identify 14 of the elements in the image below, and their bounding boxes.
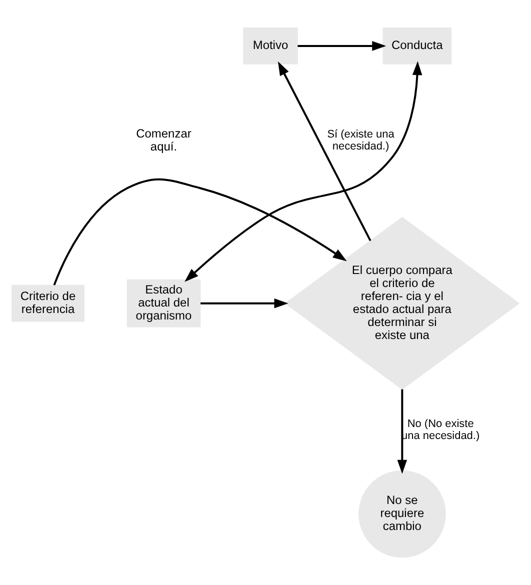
arrow [200,298,288,308]
node-circle: No se requiere cambio [358,470,446,558]
arrow [397,389,408,474]
arrow [278,61,372,242]
node-box: Criterio de referencia [12,284,84,322]
node-box: Estado actual del organismo [126,279,201,328]
node-box: Conducta [382,28,452,64]
edge-label: Sí (existe una necesidad.) [327,128,394,153]
node-diamond: El cuerpo compara el criterio de referen- cia y el estado actual para determinar si existe una [284,216,520,390]
node-box: Motivo [243,28,298,64]
arrow [53,178,347,286]
arrow [184,61,422,282]
arrow [298,41,386,51]
label: Comenzar aquí. [136,126,192,154]
